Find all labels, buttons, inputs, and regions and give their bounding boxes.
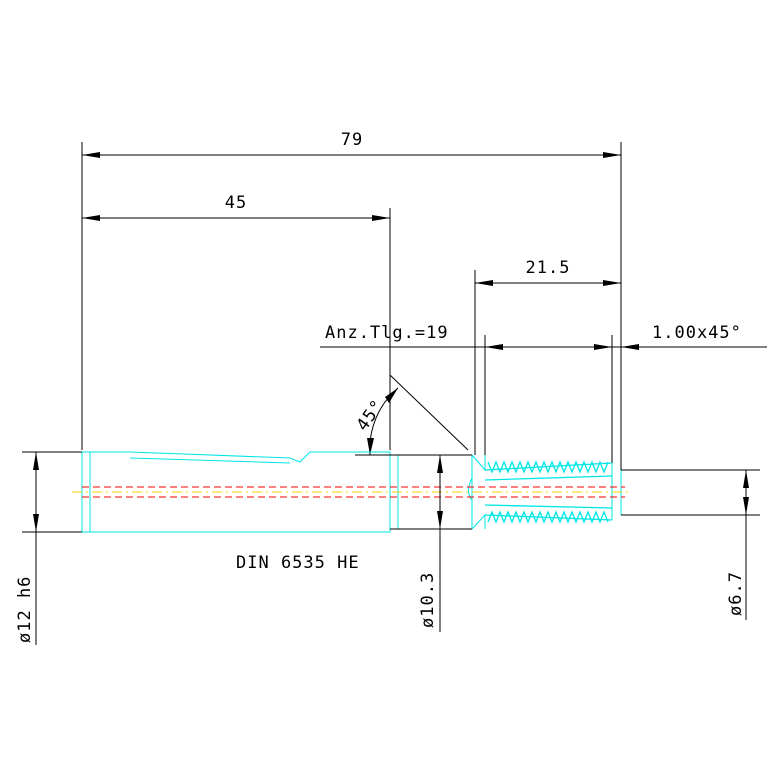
angle-label: 45° (353, 396, 389, 435)
shank-diameter-label: ø12 h6 (15, 576, 35, 643)
thread-length-label: 21.5 (526, 258, 571, 278)
chamfer-label: 1.00x45° (652, 323, 742, 343)
dimension-shank-diameter: ø12 h6 (15, 451, 82, 645)
teeth-count-label: Anz.Tlg.=19 (325, 323, 449, 343)
thread-diameter-label: ø6.7 (726, 571, 746, 616)
part-outline (81, 451, 486, 533)
dimension-thread-diameter: ø6.7 (621, 469, 760, 620)
dimension-overall-length: 79 (81, 130, 622, 470)
overall-length-label: 79 (341, 130, 363, 150)
dimension-shank-length: 45 (82, 193, 391, 450)
angle-dimension: 45° (353, 374, 469, 456)
center-axis (72, 486, 632, 498)
standard-label: DIN 6535 HE (236, 553, 360, 573)
teeth-count-callout: Anz.Tlg.=19 1.00x45° (320, 323, 767, 465)
dimension-thread-length: 21.5 (474, 258, 621, 455)
dimension-neck-diameter: ø10.3 (355, 454, 472, 632)
shank-length-label: 45 (225, 193, 247, 213)
neck-diameter-label: ø10.3 (418, 572, 438, 628)
